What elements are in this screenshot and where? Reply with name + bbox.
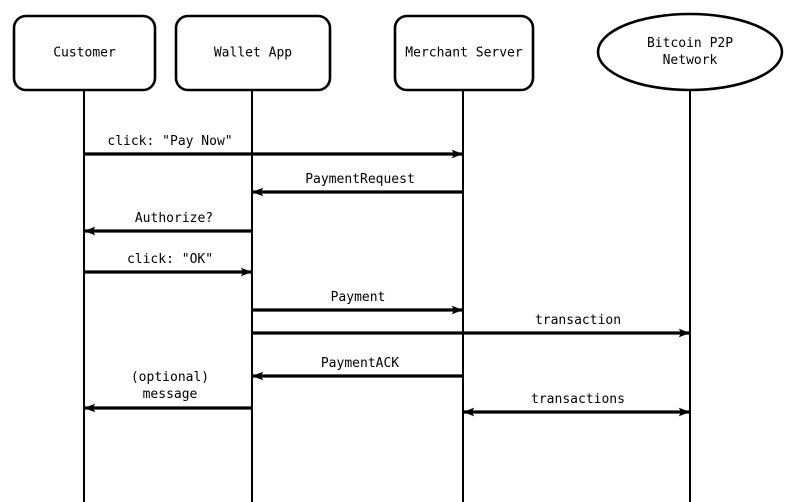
message-9-merchant-server-to-bitcoin-p2p-network[interactable]: transactions	[463, 392, 690, 417]
participant-customer[interactable]: Customer	[12, 14, 157, 92]
participant-shape-rect	[12, 14, 157, 92]
participant-wallet-app[interactable]: Wallet App	[174, 14, 332, 92]
message-3-wallet-app-to-customer[interactable]: Authorize?	[84, 211, 252, 236]
message-label-9: transactions	[531, 392, 625, 407]
message-label-4: click: "OK"	[127, 252, 213, 267]
message-label-5: Payment	[331, 290, 386, 305]
message-2-merchant-server-to-wallet-app[interactable]: PaymentRequest	[252, 172, 463, 197]
lifelines-layer	[83, 90, 691, 502]
message-8-wallet-app-to-customer[interactable]: (optional) message	[84, 370, 252, 413]
participant-label-bitcoin-p2p-network: Bitcoin P2P	[647, 36, 733, 51]
participant-label-bitcoin-p2p-network: Network	[663, 53, 718, 68]
message-label-7: PaymentACK	[321, 356, 399, 371]
participant-nodes-layer: Customer Wallet App Merchant Server Bitcoin…	[12, 12, 784, 92]
message-1-customer-to-merchant-server[interactable]: click: "Pay Now"	[84, 134, 463, 159]
message-label-1: click: "Pay Now"	[107, 134, 232, 149]
message-label-3: Authorize?	[135, 211, 213, 226]
message-label-8: (optional)	[131, 370, 209, 385]
message-label-2: PaymentRequest	[305, 172, 415, 187]
participant-bitcoin-p2p-network[interactable]: Bitcoin P2P Network	[596, 12, 784, 92]
participant-label-wallet-app: Wallet App	[214, 46, 292, 61]
messages-layer: click: "Pay Now" PaymentRequestAuthorize?…	[84, 134, 690, 417]
message-label-8: message	[143, 387, 198, 402]
participant-label-customer: Customer	[53, 46, 116, 61]
message-6-wallet-app-to-bitcoin-p2p-network[interactable]: transaction	[252, 313, 690, 338]
message-4-customer-to-wallet-app[interactable]: click: "OK"	[84, 252, 252, 277]
participant-shape-ellipse	[596, 12, 784, 92]
participant-shape-rect	[393, 14, 535, 92]
message-7-merchant-server-to-wallet-app[interactable]: PaymentACK	[252, 356, 463, 381]
message-label-6: transaction	[535, 313, 621, 328]
participant-merchant-server[interactable]: Merchant Server	[393, 14, 535, 92]
participant-shape-rect	[174, 14, 332, 92]
message-5-wallet-app-to-merchant-server[interactable]: Payment	[252, 290, 463, 315]
participant-label-merchant-server: Merchant Server	[405, 46, 523, 61]
